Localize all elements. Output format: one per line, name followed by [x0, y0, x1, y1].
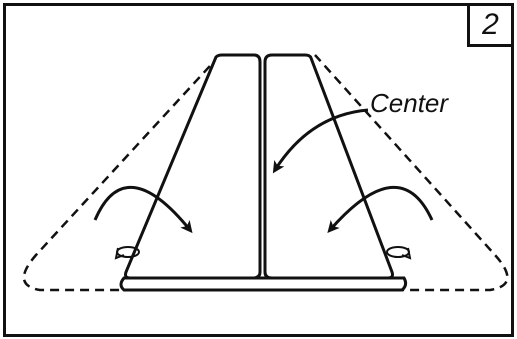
fold-arrow-right-icon — [327, 185, 434, 234]
rotate-marker-left-icon — [114, 246, 140, 260]
step-number: 2 — [482, 8, 499, 41]
center-label: Center — [370, 88, 449, 118]
step-number-badge: 2 — [467, 6, 511, 47]
fold-arrow-left-icon — [93, 185, 193, 234]
bottom-strip — [119, 276, 408, 292]
center-pointer-icon — [272, 108, 369, 174]
left-panel — [124, 53, 262, 280]
rotate-marker-right-icon — [386, 246, 412, 260]
